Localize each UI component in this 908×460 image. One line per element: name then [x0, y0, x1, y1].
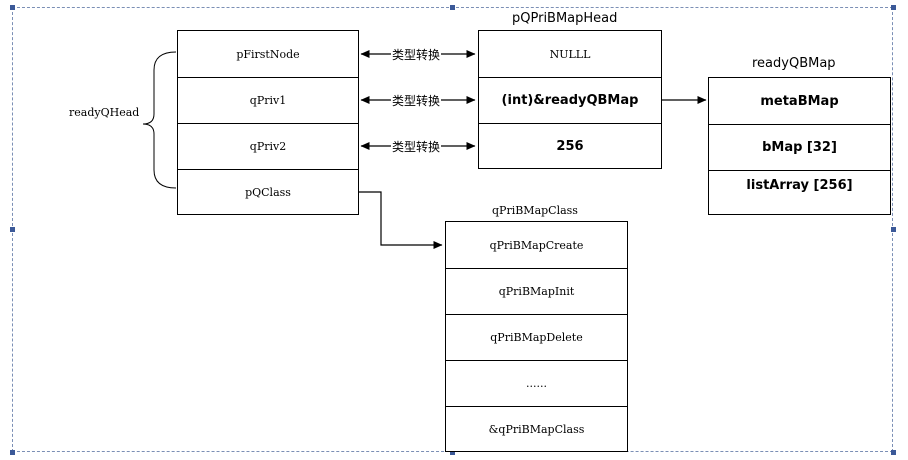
- resize-handle-top-left[interactable]: [10, 5, 15, 10]
- ready-q-head-struct: pFirstNode qPriv1 qPriv2 pQClass: [177, 30, 359, 215]
- ready-qbmap-struct: metaBMap bMap [32] listArray [256]: [708, 77, 891, 215]
- ready-q-head-label: readyQHead: [69, 106, 140, 119]
- field-pqclass: pQClass: [178, 169, 358, 215]
- conversion-label-2: 类型转换: [391, 92, 442, 109]
- entry-qpribmapclass-address: &qPriBMapClass: [446, 406, 627, 452]
- field-metabmap: metaBMap: [760, 93, 839, 109]
- pq-pri-bmap-head-struct: NULLL (int)&readyQBMap 256: [478, 30, 662, 169]
- ready-q-head-brace: [142, 51, 177, 189]
- q-pri-bmap-class-title: qPriBMapClass: [492, 204, 578, 217]
- ready-qbmap-title: readyQBMap: [752, 56, 836, 71]
- value-readyqbmap-address: (int)&readyQBMap: [479, 77, 661, 123]
- conversion-label-1: 类型转换: [391, 46, 442, 63]
- resize-handle-bottom-right[interactable]: [891, 450, 896, 455]
- entry-qpribmapinit: qPriBMapInit: [446, 268, 627, 314]
- resize-handle-bottom-left[interactable]: [10, 450, 15, 455]
- resize-handle-top-right[interactable]: [891, 5, 896, 10]
- field-qpriv2: qPriv2: [178, 123, 358, 169]
- field-listarray: listArray [256]: [709, 170, 890, 200]
- field-bmap: bMap [32]: [709, 124, 890, 170]
- field-pfirstnode: pFirstNode: [236, 47, 300, 61]
- conversion-label-3: 类型转换: [391, 138, 442, 155]
- entry-ellipsis: ......: [446, 360, 627, 406]
- resize-handle-bottom-center[interactable]: [450, 450, 455, 455]
- resize-handle-top-center[interactable]: [450, 5, 455, 10]
- pq-pri-bmap-head-title: pQPriBMapHead: [512, 11, 618, 26]
- field-qpriv1: qPriv1: [178, 77, 358, 123]
- entry-qpribmapdelete: qPriBMapDelete: [446, 314, 627, 360]
- entry-qpribmapcreate: qPriBMapCreate: [489, 238, 584, 252]
- value-256: 256: [479, 123, 661, 169]
- resize-handle-middle-right[interactable]: [891, 227, 896, 232]
- q-pri-bmap-class-struct: qPriBMapCreate qPriBMapInit qPriBMapDele…: [445, 221, 628, 452]
- value-nulll: NULLL: [549, 47, 591, 61]
- resize-handle-middle-left[interactable]: [10, 227, 15, 232]
- pointer-arrow-pqclass: [358, 191, 443, 249]
